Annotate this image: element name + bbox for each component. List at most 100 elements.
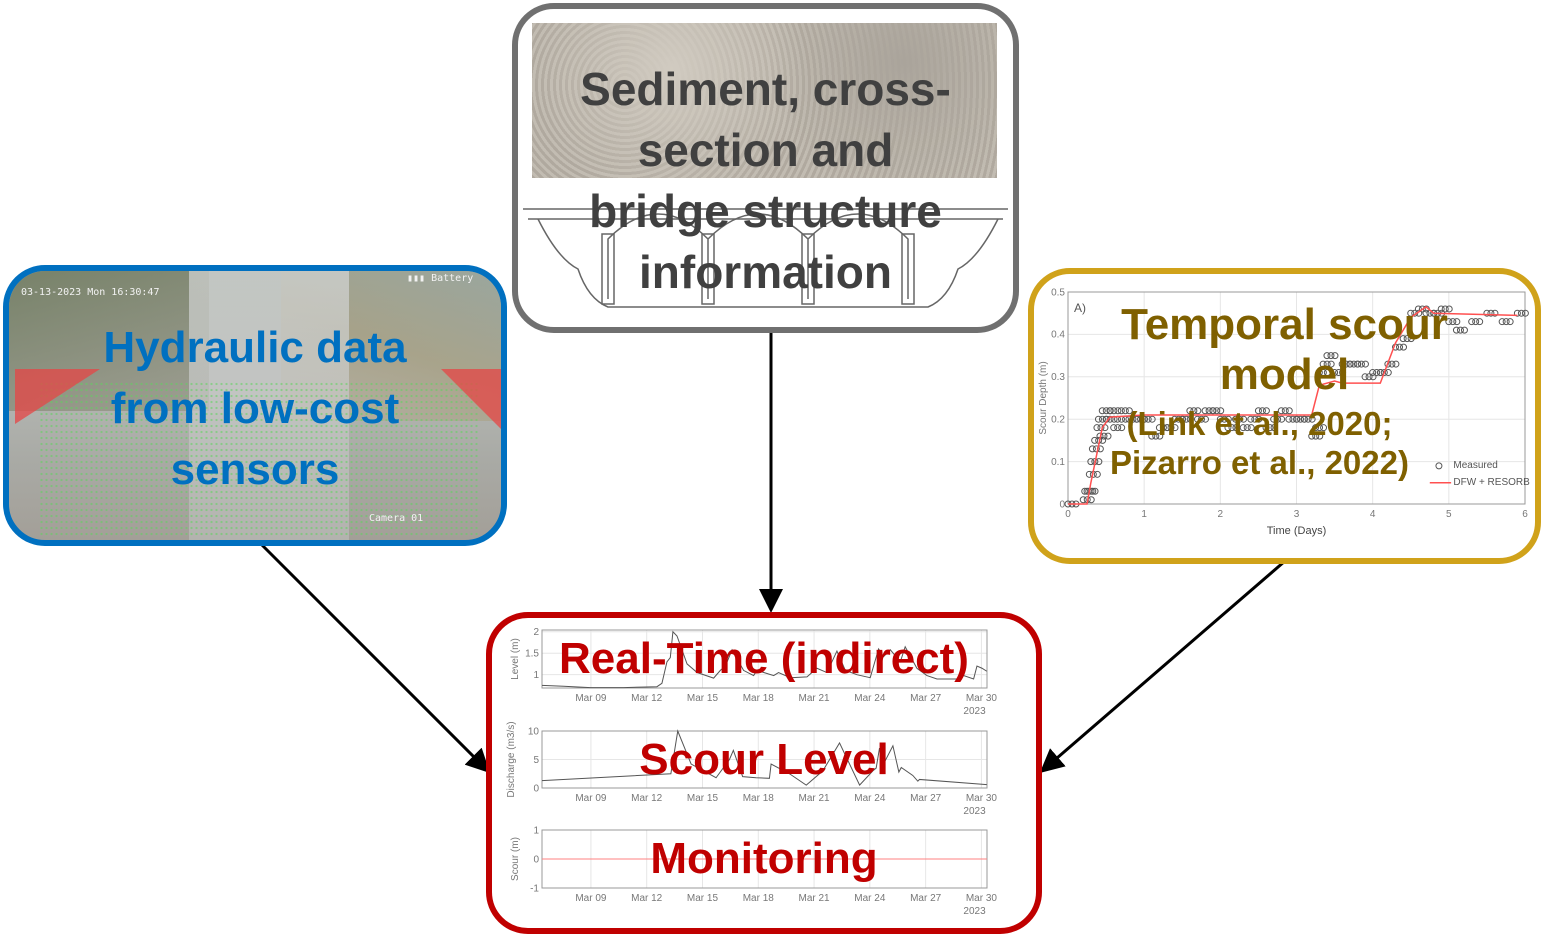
measured-point: [1201, 415, 1209, 423]
x-tick-label: Mar 12: [631, 793, 663, 804]
measured-point: [1171, 415, 1179, 423]
monitoring-title-line: Scour Level: [639, 735, 889, 784]
year-label: 2023: [963, 806, 986, 817]
x-tick-label: 0: [1065, 509, 1071, 520]
measured-point: [1093, 424, 1101, 432]
x-tick-label: Mar 21: [798, 893, 830, 904]
x-tick-label: Mar 12: [631, 693, 663, 704]
measured-point: [1278, 415, 1286, 423]
measured-point: [1224, 415, 1232, 423]
measured-point: [1319, 369, 1327, 377]
x-tick-label: Mar 15: [687, 693, 719, 704]
measured-point: [1491, 309, 1499, 317]
measured-point: [1224, 424, 1232, 432]
measured-point: [1094, 415, 1102, 423]
x-tick-label: Mar 21: [798, 793, 830, 804]
measured-point: [1255, 415, 1263, 423]
measured-point: [1323, 360, 1331, 368]
measured-point: [1437, 305, 1445, 313]
measured-point: [1304, 415, 1312, 423]
geometry-info-panel: Sediment, cross- section and bridge stru…: [512, 3, 1019, 333]
measured-point: [1513, 309, 1521, 317]
measured-point: [1232, 424, 1240, 432]
y-tick-label: 1.5: [525, 649, 539, 660]
measured-point: [1376, 369, 1384, 377]
y-tick-label: 0.3: [1051, 372, 1065, 383]
bridge-drawing: [523, 208, 1008, 308]
measured-point: [1373, 369, 1381, 377]
measured-point: [1247, 415, 1255, 423]
measured-point: [1316, 424, 1324, 432]
measured-point: [1418, 305, 1426, 313]
y-axis-label: Scour Depth (m): [1038, 361, 1049, 434]
model-line: [1068, 305, 1518, 505]
velocity-vector-field: [39, 381, 479, 536]
legend-model-label: DFW + RESORB: [1453, 477, 1530, 488]
temporal-citation-line: (Link et al., 2020;: [1126, 405, 1393, 442]
measured-point: [1323, 369, 1331, 377]
mask-left: [15, 369, 100, 424]
x-tick-label: 1: [1141, 509, 1147, 520]
plot-frame: [541, 730, 988, 789]
y-tick-label: 0: [533, 854, 539, 865]
measured-point: [1521, 309, 1529, 317]
measured-point: [1110, 407, 1118, 415]
measured-point: [1239, 424, 1247, 432]
measured-point: [1300, 415, 1308, 423]
measured-point: [1133, 415, 1141, 423]
measured-point: [1236, 415, 1244, 423]
measured-point: [1487, 309, 1495, 317]
y-tick-label: 1: [533, 825, 539, 836]
measured-point: [1327, 360, 1335, 368]
measured-point: [1441, 305, 1449, 313]
measured-point: [1088, 445, 1096, 453]
measured-point: [1384, 369, 1392, 377]
measured-point: [1102, 407, 1110, 415]
measured-point: [1137, 415, 1145, 423]
measured-point: [1399, 335, 1407, 343]
measured-point: [1369, 373, 1377, 381]
measured-point: [1079, 496, 1087, 504]
measured-point: [1148, 415, 1156, 423]
measured-point: [1335, 369, 1343, 377]
x-tick-label: Mar 27: [910, 793, 942, 804]
measured-point: [1087, 487, 1095, 495]
measured-point: [1182, 415, 1190, 423]
measured-point: [1258, 407, 1266, 415]
measured-point: [1456, 326, 1464, 334]
measured-point: [1159, 424, 1167, 432]
measured-point: [1194, 407, 1202, 415]
measured-point: [1297, 415, 1304, 423]
measured-point: [1350, 360, 1358, 368]
y-axis-label: Scour (m): [510, 837, 521, 881]
hydraulic-data-panel: 03-13-2023 Mon 16:30:47 ▮▮▮ Battery Came…: [3, 265, 507, 546]
battery-label: Battery: [431, 273, 474, 284]
measured-point: [1121, 407, 1129, 415]
measured-point: [1155, 424, 1163, 432]
measured-point: [1209, 407, 1217, 415]
plot-frame: [541, 629, 988, 689]
measured-point: [1262, 424, 1270, 432]
measured-point: [1400, 343, 1408, 351]
x-tick-label: Mar 09: [575, 793, 607, 804]
measured-point: [1312, 424, 1320, 432]
arrow-temporal-to-monitoring: [1039, 559, 1286, 773]
measured-point: [1240, 415, 1248, 423]
battery-indicator: ▮▮▮ Battery: [407, 273, 474, 284]
measured-point: [1445, 318, 1453, 326]
measured-point: [1320, 424, 1328, 432]
y-tick-label: 0.1: [1051, 457, 1065, 468]
measured-point: [1217, 407, 1225, 415]
y-axis-label: Discharge (m3/s): [506, 721, 517, 797]
camera-photo: [9, 271, 501, 540]
measured-point: [1144, 415, 1152, 423]
y-tick-label: 0.5: [1051, 287, 1065, 298]
legend-measured-marker: [1435, 462, 1443, 470]
camera-label: Camera 01: [369, 513, 424, 524]
measured-point: [1087, 458, 1095, 466]
geometry-title-line: section and: [637, 124, 894, 176]
y-tick-label: 0: [533, 783, 539, 794]
temporal-title-line: Temporal scour: [1121, 300, 1448, 349]
